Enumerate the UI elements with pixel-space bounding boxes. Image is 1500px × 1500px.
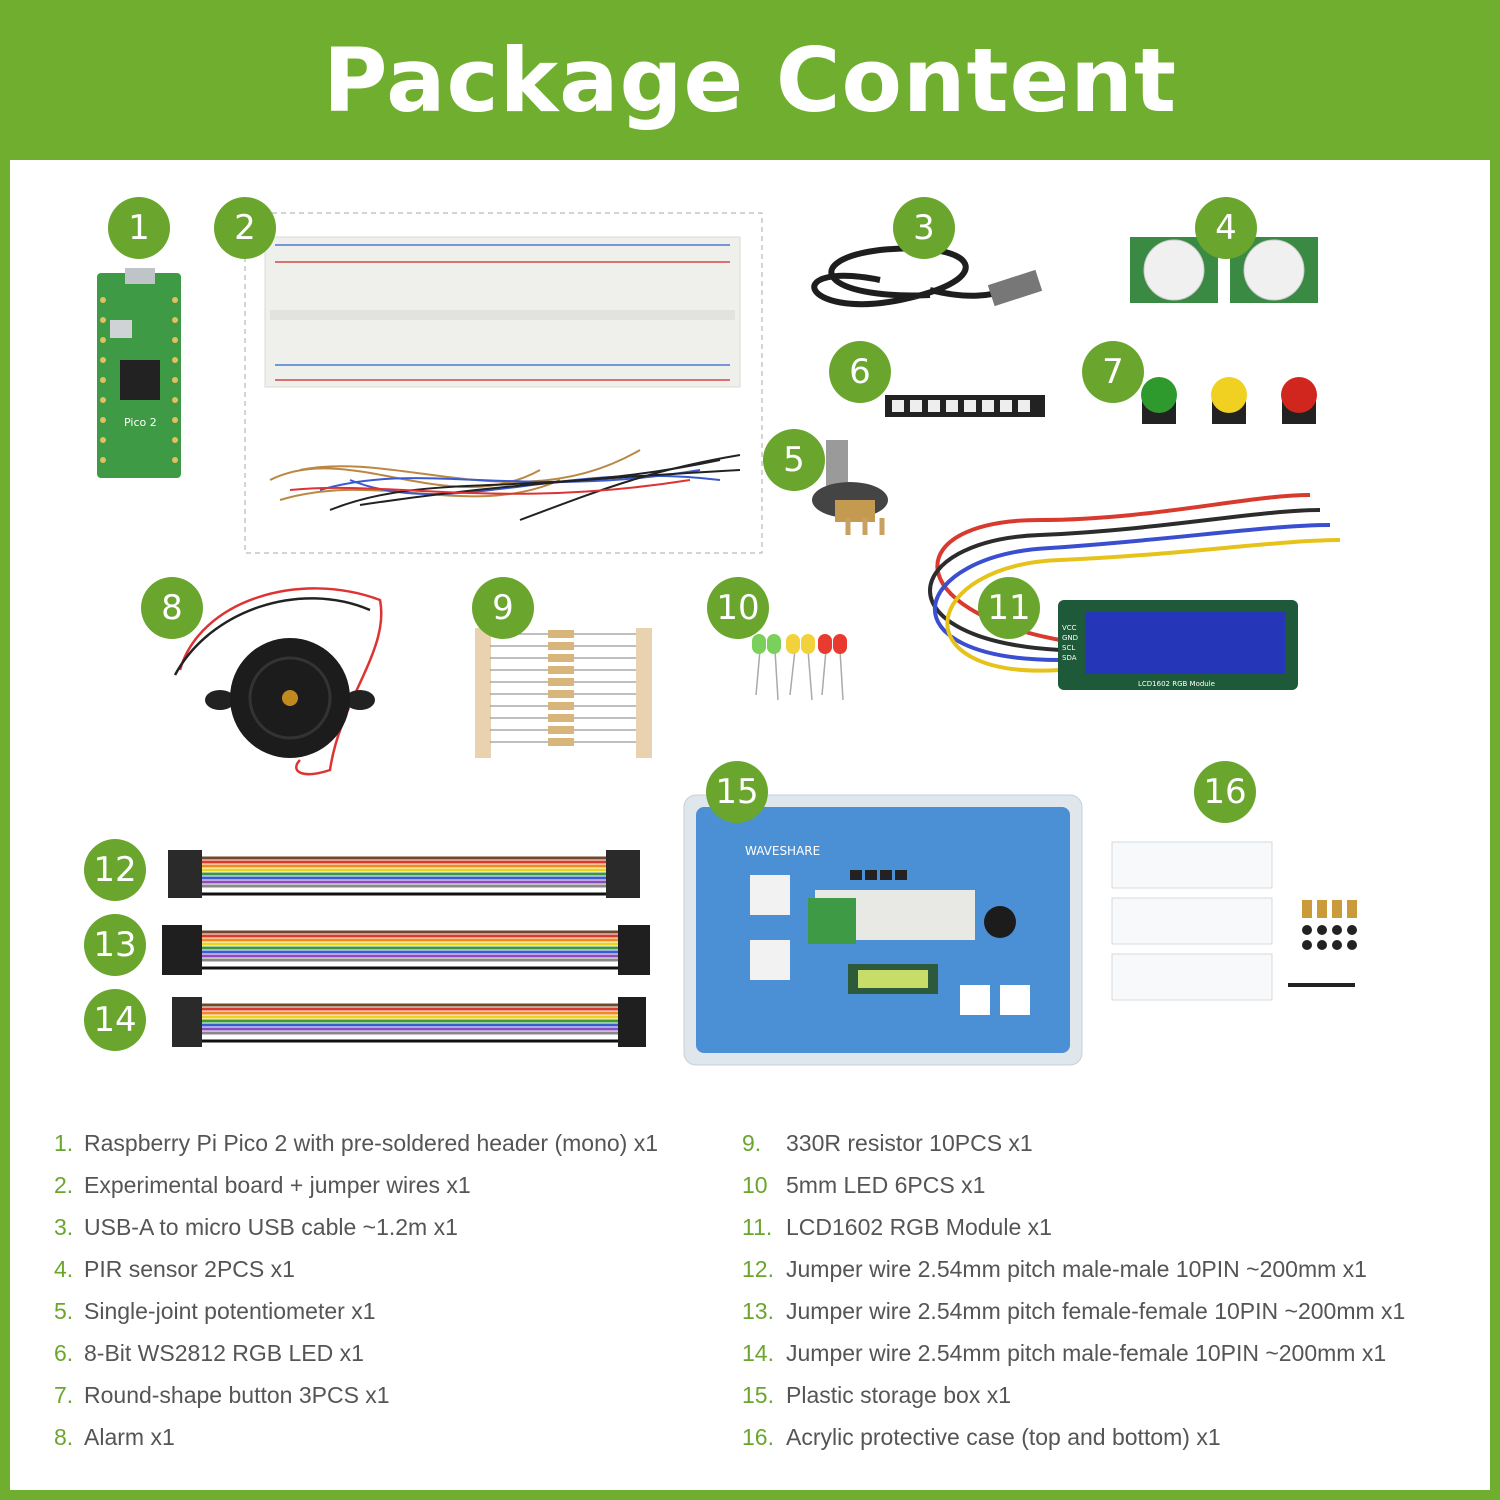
- badge-2: 2: [214, 197, 276, 259]
- badge-10: 10: [707, 577, 769, 639]
- buzzer-image: [173, 587, 383, 776]
- buttons-image: [1141, 377, 1317, 424]
- list-item: 6.8-Bit WS2812 RGB LED x1: [54, 1340, 364, 1366]
- badge-1: 1: [108, 197, 170, 259]
- badge-6: 6: [829, 341, 891, 403]
- badge-8: 8: [141, 577, 203, 639]
- potentiometer-image: [812, 440, 888, 535]
- pico-board-image: Pico 2: [97, 268, 181, 478]
- box-brand-label: WAVESHARE: [745, 844, 820, 858]
- badge-9: 9: [472, 577, 534, 639]
- acrylic-case-image: [1111, 841, 1357, 1001]
- list-item: 1.Raspberry Pi Pico 2 with pre-soldered …: [54, 1130, 658, 1156]
- svg-text:SDA: SDA: [1062, 654, 1077, 662]
- badge-11: 11: [978, 577, 1040, 639]
- badge-4: 4: [1195, 197, 1257, 259]
- svg-text:VCC: VCC: [1062, 624, 1077, 632]
- badge-15: 15: [706, 761, 768, 823]
- header-banner: Package Content: [0, 0, 1500, 160]
- svg-text:GND: GND: [1062, 634, 1078, 642]
- list-item: 14.Jumper wire 2.54mm pitch male-female …: [742, 1340, 1387, 1366]
- list-item: 11.LCD1602 RGB Module x1: [742, 1214, 1052, 1240]
- list-item: 12.Jumper wire 2.54mm pitch male-male 10…: [742, 1256, 1367, 1282]
- svg-text:SCL: SCL: [1062, 644, 1075, 652]
- list-item: 15.Plastic storage box x1: [742, 1382, 1012, 1408]
- lcd-module-image: VCC GND SCL SDA LCD1602 RGB Module: [928, 493, 1341, 690]
- badge-14: 14: [84, 989, 146, 1051]
- storage-box-image: WAVESHARE: [683, 794, 1083, 1066]
- badge-16: 16: [1194, 761, 1256, 823]
- badge-5: 5: [763, 429, 825, 491]
- list-item: 13.Jumper wire 2.54mm pitch female-femal…: [742, 1298, 1406, 1324]
- list-item: 16.Acrylic protective case (top and bott…: [742, 1424, 1221, 1450]
- list-item: 7.Round-shape button 3PCS x1: [54, 1382, 390, 1408]
- item-list-left: 1.Raspberry Pi Pico 2 with pre-soldered …: [54, 1122, 658, 1458]
- ribbon-wires-image: [162, 850, 650, 1047]
- list-item: 8.Alarm x1: [54, 1424, 175, 1450]
- page-title: Package Content: [322, 28, 1178, 132]
- list-item: 3.USB-A to micro USB cable ~1.2m x1: [54, 1214, 458, 1240]
- badge-7: 7: [1082, 341, 1144, 403]
- list-item: 4.PIR sensor 2PCS x1: [54, 1256, 295, 1282]
- list-item: 9.330R resistor 10PCS x1: [742, 1130, 1033, 1156]
- lcd-pin-labels: VCC GND SCL SDA: [1062, 624, 1078, 662]
- lcd-module-label: LCD1602 RGB Module: [1138, 680, 1215, 688]
- badge-12: 12: [84, 839, 146, 901]
- list-item: 2.Experimental board + jumper wires x1: [54, 1172, 471, 1198]
- badge-3: 3: [893, 197, 955, 259]
- list-item: 5.Single-joint potentiometer x1: [54, 1298, 376, 1324]
- badge-13: 13: [84, 914, 146, 976]
- leds-image: [752, 634, 847, 701]
- pico-label: Pico 2: [124, 416, 157, 429]
- ws2812-strip-image: [885, 395, 1045, 417]
- breadboard-image: [244, 212, 763, 554]
- resistors-image: [475, 628, 652, 758]
